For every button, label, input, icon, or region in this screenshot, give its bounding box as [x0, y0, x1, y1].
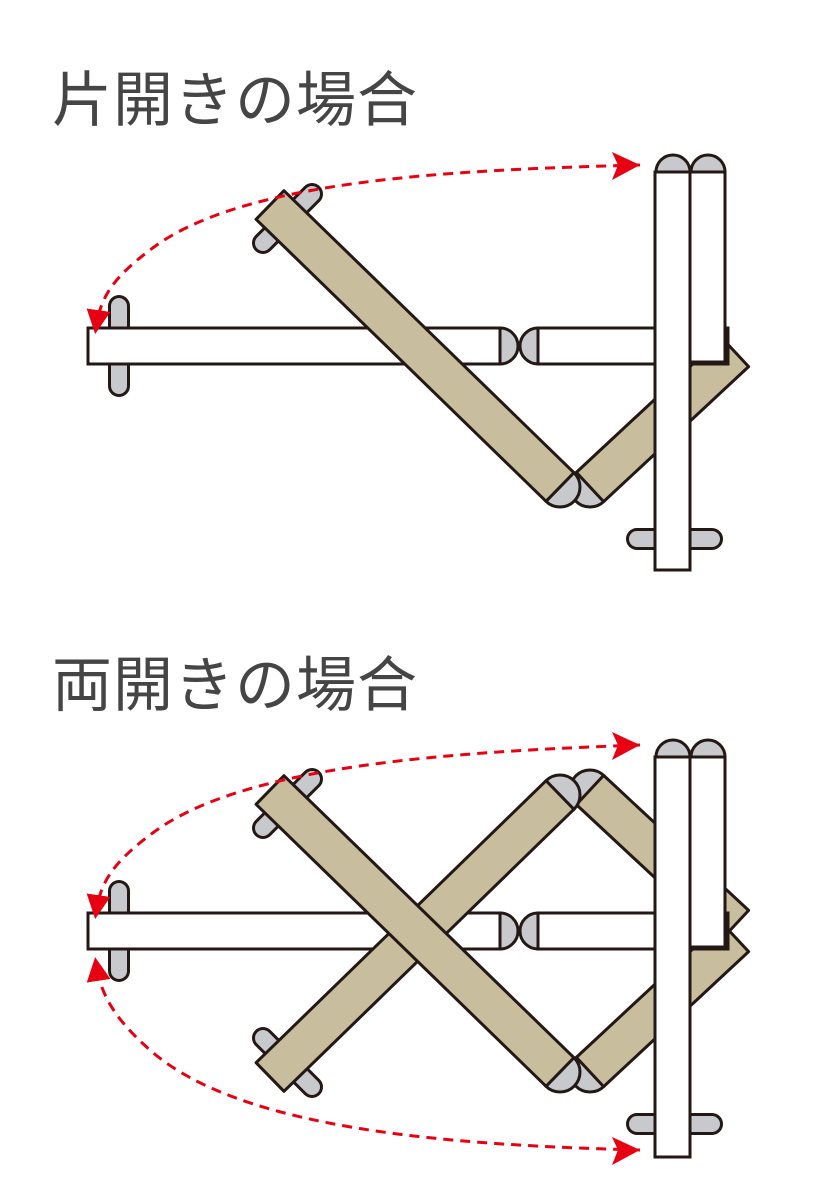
- left-upper-arm: [254, 774, 576, 1088]
- single-opening-title: 片開きの場合: [52, 66, 418, 136]
- right-post-upper: [688, 755, 727, 949]
- rail-hinge-cap: [518, 326, 540, 366]
- arrowhead-lower: [612, 1137, 640, 1165]
- swing-arc: [86, 163, 641, 334]
- left-upper-arm: [254, 189, 576, 503]
- right-post: [653, 755, 692, 1159]
- right-post: [653, 170, 692, 572]
- arrowhead-upper: [612, 732, 640, 760]
- double-opening-title: 両開きの場合: [52, 651, 418, 721]
- arrowhead-right: [612, 152, 640, 180]
- swing-arc-upper: [86, 743, 641, 919]
- rail-hinge-cap: [498, 326, 520, 366]
- right-post-upper: [688, 170, 727, 364]
- rail-hinge-cap: [518, 911, 540, 951]
- rail-hinge-cap: [498, 911, 520, 951]
